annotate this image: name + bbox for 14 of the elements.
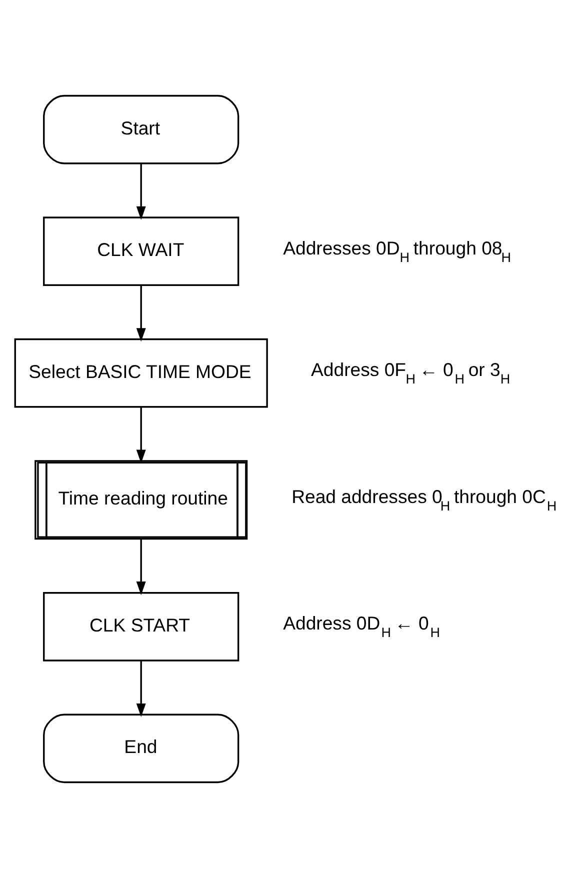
- node-box: CLK START: [43, 592, 240, 662]
- node-box: Select BASIC TIME MODE: [14, 338, 268, 408]
- node-box: End: [43, 714, 240, 784]
- node-label: Read addresses 0$_{H}$ through 0C$_{H}$: [292, 486, 557, 514]
- arrow: [136, 164, 146, 220]
- node-box: CLK WAIT: [43, 216, 240, 286]
- node-box: Start: [43, 94, 240, 164]
- node-label: Addresses 0D$_{H}$ through 08$_{H}$: [283, 237, 512, 265]
- arrow: [136, 285, 146, 342]
- arrow: [136, 660, 146, 717]
- arrow: [136, 407, 146, 464]
- arrow: [136, 539, 146, 596]
- node-label: Address 0D$_{H}$ ← 0$_{H}$: [283, 612, 440, 640]
- node-label: Address 0F$_{H}$ ← 0$_{H}$ or 3$_{H}$: [311, 359, 510, 387]
